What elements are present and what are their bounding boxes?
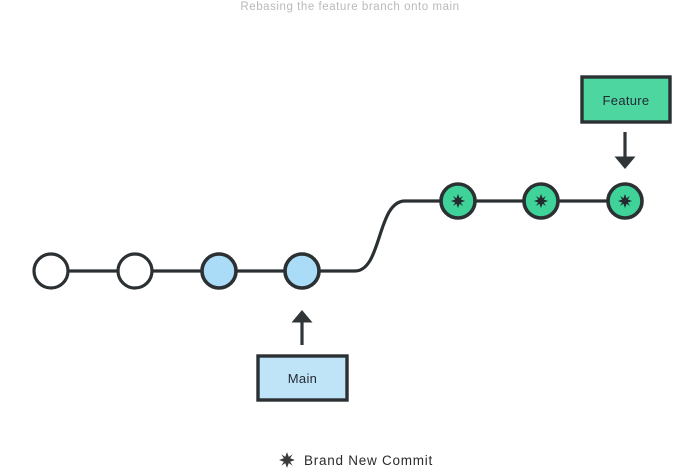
sparkle-asterisk-icon <box>617 193 633 209</box>
legend-sparkle-asterisk-icon <box>279 452 295 468</box>
legend: Brand New Commit <box>279 452 433 468</box>
main-branch-commits <box>32 252 321 290</box>
feature-branch-commits <box>439 182 644 220</box>
feature-branch-label: Feature <box>603 93 650 108</box>
commit-node-f1[interactable] <box>439 182 477 220</box>
diagram-title: Rebasing the feature branch onto main <box>240 1 460 13</box>
commit-node-f3[interactable] <box>606 182 644 220</box>
main-pointer-arrow-up-icon <box>291 310 313 345</box>
commit-node-c2[interactable] <box>116 252 154 290</box>
sparkle-asterisk-icon <box>533 193 549 209</box>
legend-label: Brand New Commit <box>304 453 433 468</box>
commit-node-c1[interactable] <box>32 252 70 290</box>
branch-edges <box>69 199 607 273</box>
sparkle-asterisk-icon <box>450 193 466 209</box>
commit-node-c4[interactable] <box>283 252 321 290</box>
commit-node-c3[interactable] <box>200 252 238 290</box>
main-branch-box[interactable] <box>256 354 349 402</box>
main-branch-label-group[interactable]: Main <box>256 310 349 402</box>
feature-branch-box[interactable] <box>580 75 672 124</box>
feature-branch-label-group[interactable]: Feature <box>580 75 672 169</box>
commit-node-f2[interactable] <box>522 182 560 220</box>
feature-pointer-arrow-down-icon <box>614 132 636 169</box>
edge-rebase-curve <box>318 199 442 273</box>
main-branch-label: Main <box>288 371 317 386</box>
